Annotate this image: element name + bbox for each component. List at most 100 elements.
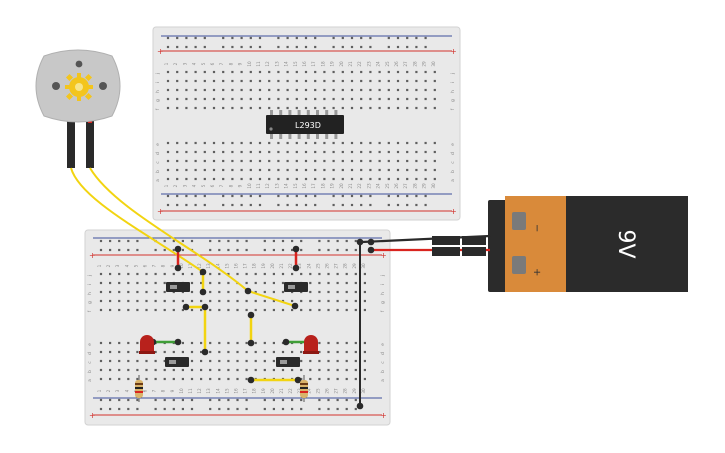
breadboard-hole[interactable] (406, 79, 409, 83)
breadboard-hole[interactable] (387, 70, 390, 74)
rail-hole[interactable] (209, 248, 212, 252)
breadboard-hole[interactable] (286, 97, 289, 101)
breadboard-hole[interactable] (176, 168, 179, 172)
breadboard-hole[interactable] (369, 177, 372, 181)
breadboard-hole[interactable] (304, 79, 308, 83)
breadboard-hole[interactable] (212, 88, 216, 92)
breadboard-hole[interactable] (341, 159, 344, 163)
breadboard-hole[interactable] (145, 308, 148, 312)
breadboard-hole[interactable] (327, 272, 330, 276)
breadboard-hole[interactable] (415, 177, 418, 181)
breadboard-hole[interactable] (323, 70, 326, 74)
breadboard-hole[interactable] (295, 168, 298, 172)
breadboard-hole[interactable] (166, 177, 170, 181)
breadboard-hole[interactable] (263, 299, 266, 303)
breadboard-hole[interactable] (360, 150, 363, 154)
breadboard-hole[interactable] (190, 350, 194, 354)
breadboard-hole[interactable] (200, 368, 203, 372)
rail-hole[interactable] (181, 248, 184, 252)
rail-hole[interactable] (272, 398, 275, 402)
rail-hole[interactable] (286, 203, 289, 207)
breadboard-hole[interactable] (194, 88, 197, 92)
rail-hole[interactable] (163, 248, 166, 252)
rail-hole[interactable] (136, 248, 139, 252)
rail-hole[interactable] (240, 45, 243, 49)
slide-switch-1[interactable] (166, 282, 190, 292)
breadboard-hole[interactable] (218, 281, 221, 285)
breadboard-hole[interactable] (323, 97, 326, 101)
breadboard-hole[interactable] (172, 308, 175, 312)
breadboard-hole[interactable] (185, 79, 188, 83)
breadboard-hole[interactable] (200, 299, 203, 303)
breadboard-hole[interactable] (212, 70, 216, 74)
breadboard-hole[interactable] (295, 106, 298, 110)
breadboard-hole[interactable] (136, 281, 139, 285)
rail-hole[interactable] (396, 203, 400, 207)
breadboard-hole[interactable] (176, 70, 179, 74)
breadboard-hole[interactable] (172, 350, 175, 354)
breadboard-hole[interactable] (209, 299, 212, 303)
breadboard-hole[interactable] (345, 341, 348, 345)
breadboard-hole[interactable] (209, 359, 212, 363)
rail-hole[interactable] (295, 203, 298, 207)
breadboard-hole[interactable] (286, 106, 289, 110)
breadboard-hole[interactable] (295, 177, 298, 181)
breadboard-hole[interactable] (350, 79, 354, 83)
breadboard-hole[interactable] (433, 177, 436, 181)
breadboard-hole[interactable] (203, 88, 206, 92)
breadboard-hole[interactable] (231, 97, 234, 101)
rail-hole[interactable] (360, 36, 363, 40)
rail-hole[interactable] (295, 45, 298, 49)
breadboard-hole[interactable] (354, 290, 357, 294)
breadboard-hole[interactable] (203, 177, 206, 181)
breadboard-hole[interactable] (222, 141, 225, 145)
breadboard-hole[interactable] (172, 377, 175, 381)
rail-hole[interactable] (166, 36, 170, 40)
rail-hole[interactable] (166, 45, 170, 49)
breadboard-hole[interactable] (194, 159, 197, 163)
breadboard-hole[interactable] (154, 281, 157, 285)
breadboard-hole[interactable] (341, 168, 344, 172)
breadboard-hole[interactable] (145, 281, 148, 285)
breadboard-hole[interactable] (433, 88, 436, 92)
breadboard-hole[interactable] (345, 272, 348, 276)
breadboard-hole[interactable] (254, 359, 257, 363)
breadboard-hole[interactable] (163, 377, 166, 381)
breadboard-hole[interactable] (295, 79, 298, 83)
breadboard-hole[interactable] (314, 106, 317, 110)
breadboard-hole[interactable] (272, 350, 275, 354)
rail-hole[interactable] (341, 203, 344, 207)
breadboard-hole[interactable] (268, 159, 271, 163)
breadboard-hole[interactable] (218, 272, 221, 276)
breadboard-hole[interactable] (245, 341, 248, 345)
breadboard-hole[interactable] (118, 341, 121, 345)
breadboard-hole[interactable] (209, 377, 212, 381)
breadboard-hole[interactable] (200, 341, 203, 345)
breadboard-hole[interactable] (295, 97, 298, 101)
rail-hole[interactable] (240, 194, 243, 198)
breadboard-hole[interactable] (336, 341, 339, 345)
breadboard-hole[interactable] (136, 290, 139, 294)
breadboard-hole[interactable] (154, 368, 157, 372)
breadboard-hole[interactable] (291, 308, 294, 312)
rail-hole[interactable] (218, 398, 221, 402)
breadboard-hole[interactable] (396, 97, 400, 101)
rail-hole[interactable] (318, 248, 321, 252)
breadboard-hole[interactable] (227, 272, 230, 276)
breadboard-hole[interactable] (222, 168, 225, 172)
breadboard-hole[interactable] (354, 281, 357, 285)
breadboard-hole[interactable] (249, 106, 252, 110)
breadboard-hole[interactable] (327, 281, 330, 285)
breadboard-hole[interactable] (258, 70, 262, 74)
breadboard-hole[interactable] (369, 150, 372, 154)
breadboard-hole[interactable] (406, 177, 409, 181)
rail-hole[interactable] (99, 407, 103, 411)
breadboard-hole[interactable] (291, 272, 294, 276)
breadboard-hole[interactable] (176, 97, 179, 101)
breadboard-hole[interactable] (327, 299, 330, 303)
breadboard-hole[interactable] (176, 141, 179, 145)
breadboard-hole[interactable] (176, 177, 179, 181)
rail-hole[interactable] (341, 45, 344, 49)
breadboard-hole[interactable] (406, 159, 409, 163)
